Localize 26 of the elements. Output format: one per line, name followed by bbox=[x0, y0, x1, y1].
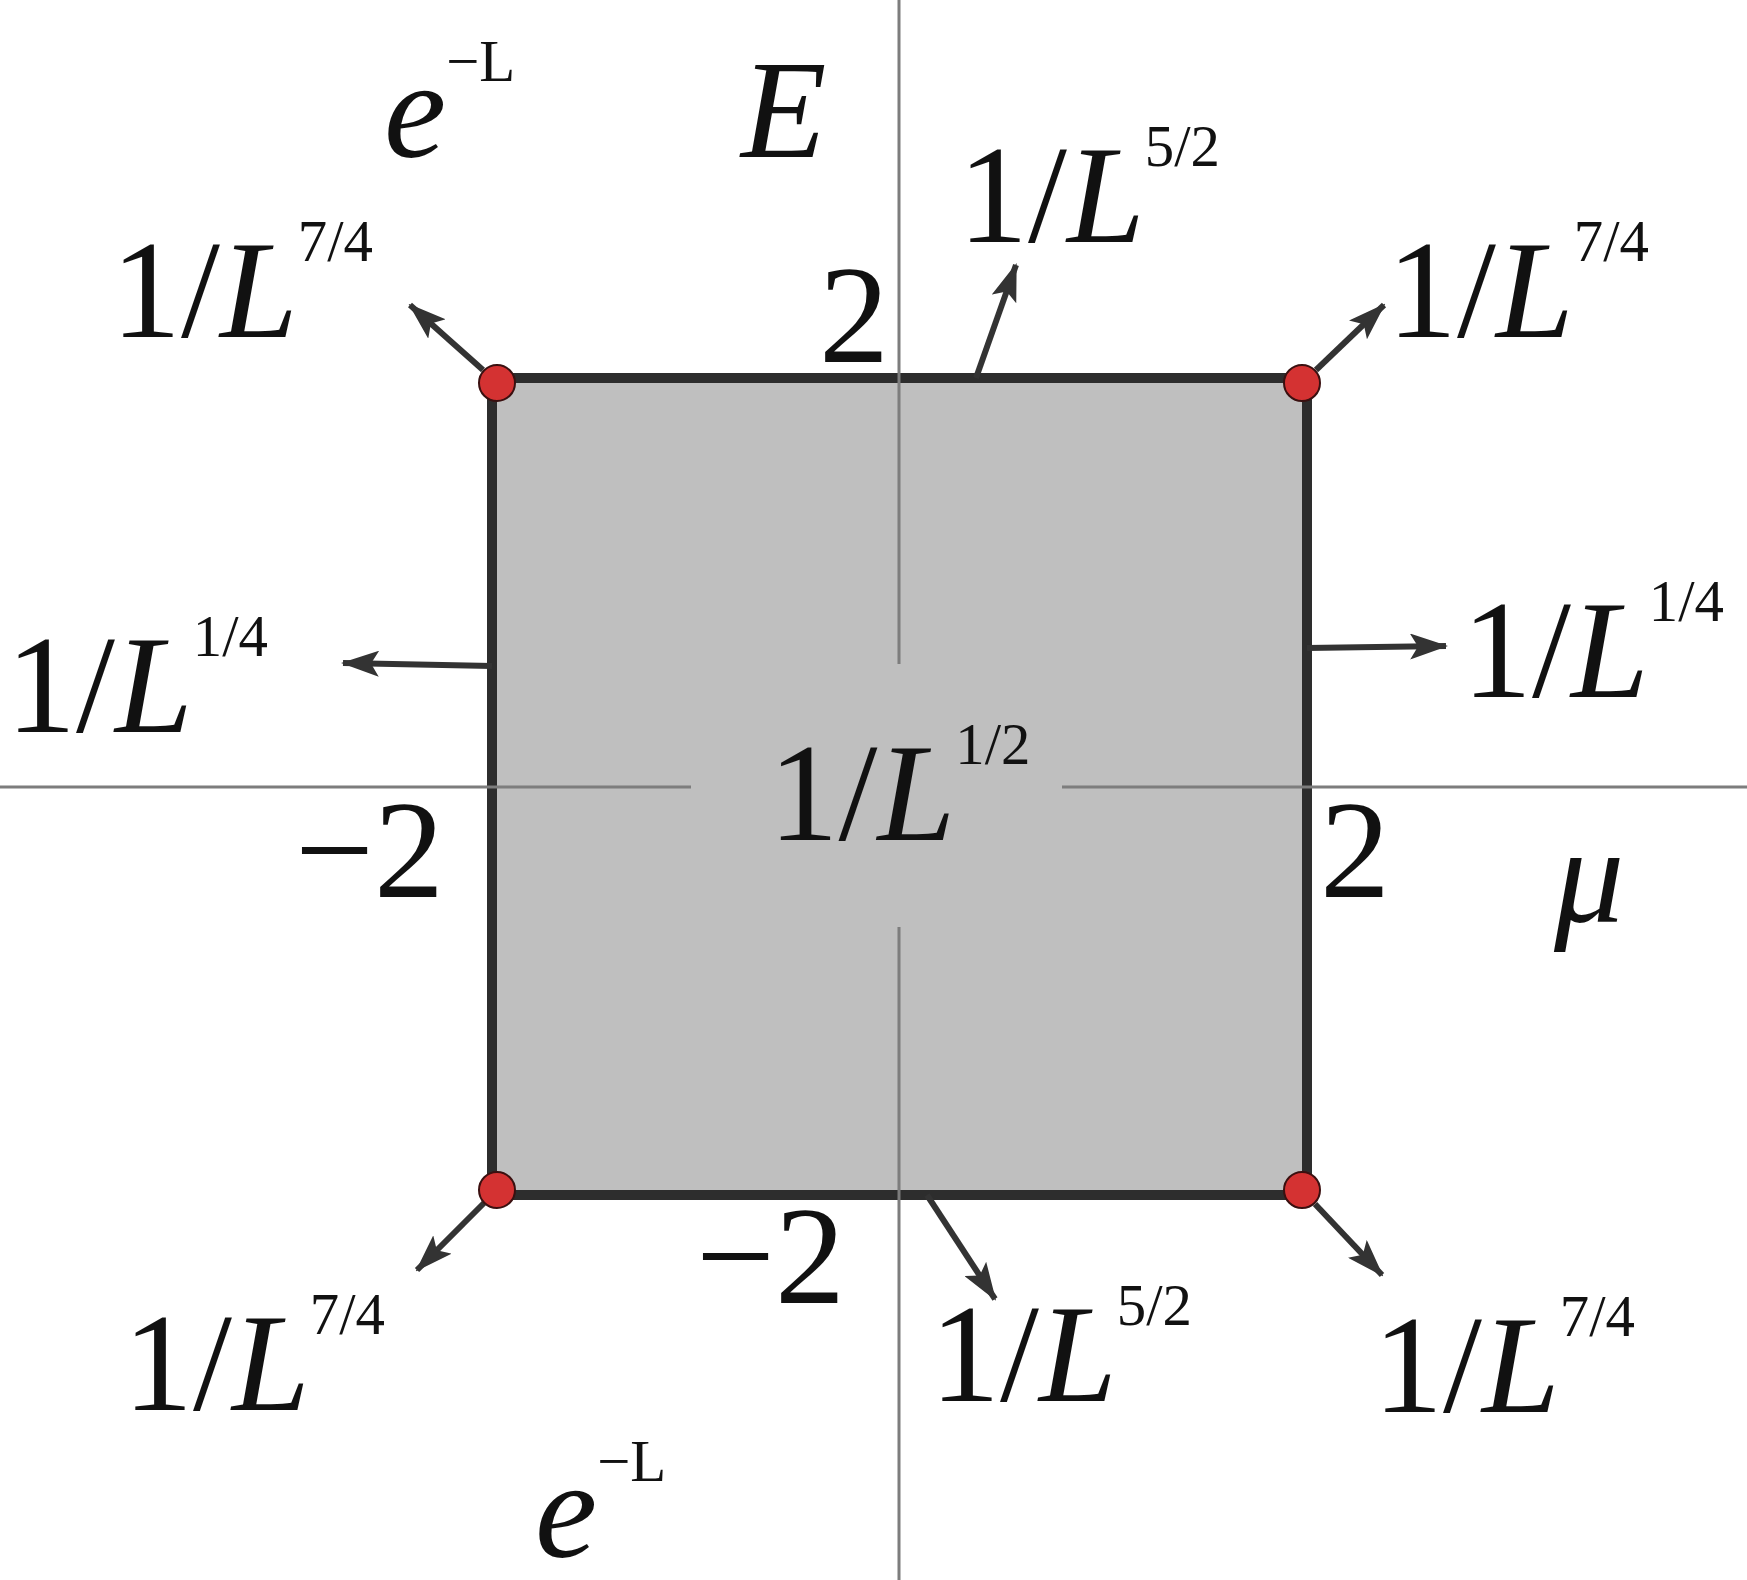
corner-dot bbox=[478, 1171, 516, 1209]
axis-label: 2 bbox=[819, 237, 889, 392]
axis-label: E bbox=[741, 32, 827, 187]
corner-dot bbox=[1283, 364, 1321, 402]
formula-label: 1/L$^{7/4}$ bbox=[111, 212, 373, 367]
corner-dot bbox=[1283, 1171, 1321, 1209]
formula-label: 1/L$^{7/4}$ bbox=[1387, 212, 1649, 367]
arrow bbox=[408, 302, 485, 373]
axis-label: −2 bbox=[295, 772, 444, 927]
axis-label: −2 bbox=[696, 1178, 845, 1333]
formula-label: 1/L$^{7/4}$ bbox=[1373, 1287, 1635, 1442]
formula-label: 1/L$^{5/2}$ bbox=[930, 1276, 1192, 1431]
formula-label: 1/L$^{1/4}$ bbox=[6, 607, 268, 762]
axis-label: e$^{−L}$ bbox=[535, 1432, 667, 1580]
corner-dot bbox=[478, 364, 516, 402]
arrow bbox=[1312, 1201, 1385, 1278]
formula-label: 1/L$^{7/4}$ bbox=[123, 1285, 385, 1440]
axis-label: 2 bbox=[1320, 772, 1390, 927]
formula-label: 1/L$^{1/2}$ bbox=[768, 715, 1031, 870]
formula-label: 1/L$^{1/4}$ bbox=[1462, 572, 1724, 727]
arrow bbox=[1313, 302, 1387, 373]
formula-label: 1/L$^{5/2}$ bbox=[958, 117, 1220, 272]
shaded-square bbox=[487, 373, 1312, 1200]
arrow bbox=[414, 1200, 487, 1273]
axis-label: e$^{−L}$ bbox=[384, 32, 516, 187]
axis-label: μ bbox=[1554, 797, 1625, 952]
